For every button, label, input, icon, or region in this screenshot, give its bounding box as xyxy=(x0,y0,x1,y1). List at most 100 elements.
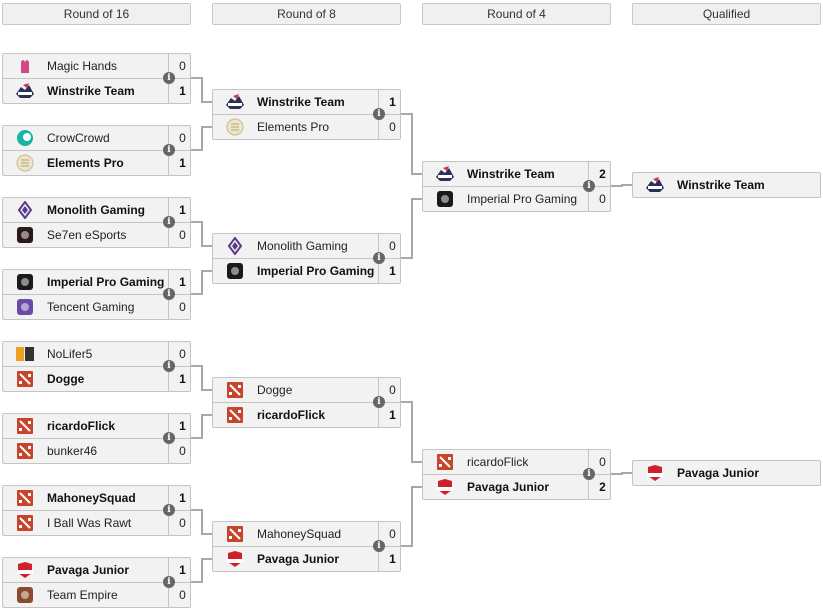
match-info-icon[interactable]: i xyxy=(373,396,385,408)
team-score: 0 xyxy=(168,295,190,319)
match-info-icon[interactable]: i xyxy=(583,180,595,192)
match-info-icon[interactable]: i xyxy=(583,468,595,480)
winstrike-logo-icon xyxy=(16,83,34,98)
team-score: 1 xyxy=(168,558,190,582)
team-name: Imperial Pro Gaming xyxy=(467,192,578,206)
tencent-logo-icon xyxy=(17,299,33,315)
pavaga-logo-icon xyxy=(227,551,243,567)
team-name: MahoneySquad xyxy=(257,527,342,541)
connector-line xyxy=(191,414,212,439)
winstrike-logo-icon xyxy=(226,94,244,109)
imperial-pro-logo-icon xyxy=(17,274,33,290)
team-score: 0 xyxy=(168,342,190,366)
connector-line xyxy=(191,558,212,583)
connector-line xyxy=(191,77,212,103)
team-name: Se7en eSports xyxy=(47,228,127,242)
match-info-icon[interactable]: i xyxy=(163,144,175,156)
match-info-icon[interactable]: i xyxy=(163,432,175,444)
match-info-icon[interactable]: i xyxy=(163,504,175,516)
team-name: ricardoFlick xyxy=(257,408,326,422)
team-name: Winstrike Team xyxy=(47,84,135,98)
elements-pro-logo-icon xyxy=(16,154,34,172)
match-info-icon[interactable]: i xyxy=(163,360,175,372)
match-info-icon[interactable]: i xyxy=(163,576,175,588)
connector-line xyxy=(191,221,212,247)
winstrike-logo-icon xyxy=(436,166,454,181)
team-name: Elements Pro xyxy=(47,156,124,170)
match-info-icon[interactable]: i xyxy=(373,540,385,552)
team-row[interactable]: Winstrike Team xyxy=(633,173,820,197)
match-info-icon[interactable]: i xyxy=(163,216,175,228)
team-row[interactable]: Pavaga Junior xyxy=(633,461,820,485)
team-row[interactable]: Pavaga Junior 1 xyxy=(213,546,400,571)
team-row[interactable]: NoLifer5 0 xyxy=(3,342,190,366)
connector-line xyxy=(191,270,212,295)
match-info-icon[interactable]: i xyxy=(373,252,385,264)
team-name: CrowCrowd xyxy=(47,131,110,145)
qualified-team[interactable]: Winstrike Team xyxy=(632,172,821,198)
pavaga-logo-icon xyxy=(647,465,663,481)
match-info-icon[interactable]: i xyxy=(163,288,175,300)
team-row[interactable]: bunker46 0 xyxy=(3,438,190,463)
team-name: Monolith Gaming xyxy=(257,239,348,253)
imperial-pro-logo-icon xyxy=(437,191,453,207)
qualified-team[interactable]: Pavaga Junior xyxy=(632,460,821,486)
team-score: 0 xyxy=(168,439,190,463)
team-name: Dogge xyxy=(257,383,293,397)
team-name: I Ball Was Rawt xyxy=(47,516,132,530)
team-score: 1 xyxy=(168,367,190,391)
team-score: 1 xyxy=(378,547,400,571)
round-header: Qualified xyxy=(632,3,821,25)
team-name: NoLifer5 xyxy=(47,347,93,361)
team-score: 1 xyxy=(168,486,190,510)
team-score: 0 xyxy=(378,378,400,402)
team-score: 1 xyxy=(168,198,190,222)
round-header: Round of 8 xyxy=(212,3,401,25)
match-info-icon[interactable]: i xyxy=(163,72,175,84)
team-name: bunker46 xyxy=(47,444,98,458)
team-row[interactable]: MahoneySquad 0 xyxy=(213,522,400,546)
team-row[interactable]: Dogge 0 xyxy=(213,378,400,402)
match-info-icon[interactable]: i xyxy=(373,108,385,120)
team-name: Pavaga Junior xyxy=(257,552,340,566)
team-score: 0 xyxy=(378,522,400,546)
team-score: 2 xyxy=(588,475,610,499)
